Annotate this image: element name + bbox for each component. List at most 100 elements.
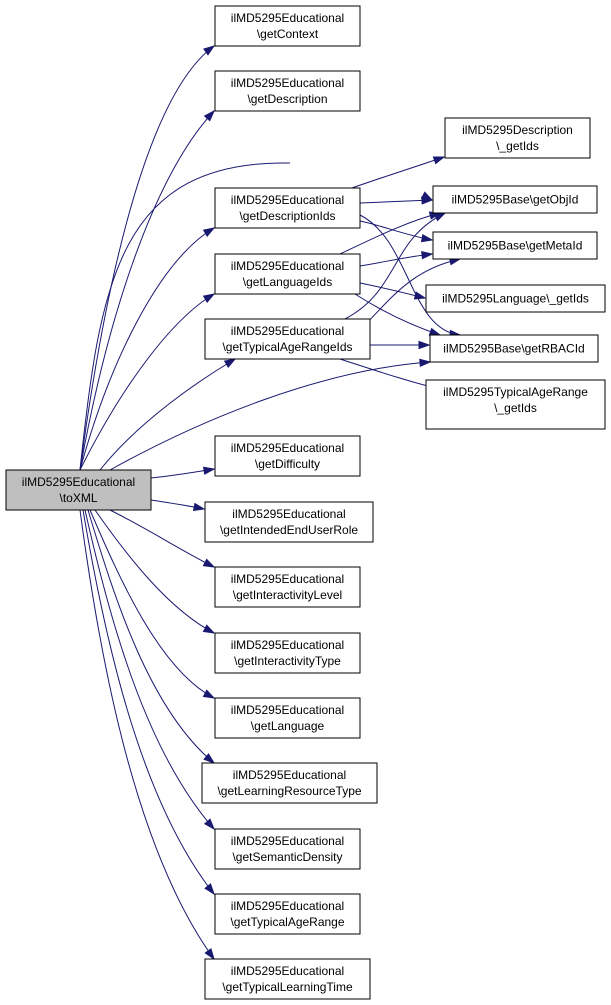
node-box[interactable] (432, 231, 598, 260)
node-tarGetIds[interactable]: ilMD5295TypicalAgeRange\_getIds (425, 379, 606, 430)
node-box[interactable] (214, 187, 361, 229)
node-label-line1: ilMD5295Educational (22, 475, 135, 489)
node-box[interactable] (214, 5, 361, 47)
edge-line (109, 509, 215, 568)
node-getObjId[interactable]: ilMD5295Base\getObjId (432, 185, 598, 214)
edge-line (99, 358, 236, 471)
edge-toXML-to-getTypicalAgeRange (82, 509, 215, 896)
node-box[interactable] (214, 893, 361, 935)
edge-toXML-to-getLanguage (89, 509, 216, 699)
node-label-line1: ilMD5295Educational (232, 507, 345, 521)
edge-line (94, 509, 215, 634)
edge-toXML-to-getLanguageIds (79, 293, 216, 471)
node-box[interactable] (214, 632, 361, 674)
node-getLanguageIds[interactable]: ilMD5295Educational \getLanguageIds (214, 253, 361, 295)
edge-arrowhead (192, 502, 206, 511)
node-box[interactable] (444, 117, 591, 159)
node-getSemanticDensity[interactable]: ilMD5295Educational\getSemanticDensity (214, 828, 361, 870)
node-getMetaId[interactable]: ilMD5295Base\getMetaId (432, 231, 598, 260)
edge-toXML-to-getTypicalAgeRangeIds (99, 358, 237, 471)
node-getRBACId[interactable]: ilMD5295Base\getRBACId (429, 334, 599, 363)
node-label-line1: ilMD5295Educational (231, 638, 344, 652)
node-box[interactable] (214, 566, 361, 608)
node-label-line2: \getLanguageIds (243, 275, 332, 289)
node-box[interactable] (425, 284, 606, 313)
edge-arrowhead (419, 358, 432, 367)
node-langGetIds[interactable]: ilMD5295Language\_getIds (425, 284, 606, 313)
node-getIntendedEndUserRole[interactable]: ilMD5295Educational\getIntendedEndUserRo… (204, 501, 374, 543)
node-label-line1: ilMD5295Description (462, 123, 573, 137)
node-getDescription[interactable]: ilMD5295Educational \getDescription (214, 70, 361, 112)
node-box[interactable] (429, 334, 599, 363)
node-getTypicalAgeRange[interactable]: ilMD5295Educational \getTypicalAgeRange (214, 893, 361, 935)
node-toXML[interactable]: ilMD5295Educational \toXML (5, 469, 152, 511)
node-getTypicalAgeRangeIds[interactable]: ilMD5295Educational\getTypicalAgeRangeId… (204, 318, 371, 360)
node-label-line2: \getTypicalAgeRange (230, 915, 344, 929)
edge-line (82, 509, 215, 895)
node-box[interactable] (5, 469, 152, 511)
node-box[interactable] (204, 318, 371, 360)
edge-toXML-to-getInteractivityType (94, 509, 216, 634)
edge-line (339, 212, 441, 255)
node-label-line1: ilMD5295Base\getRBACId (443, 342, 584, 356)
edge-arrowhead (432, 156, 446, 165)
edge-arrowhead (202, 227, 216, 237)
edge-arrowhead (413, 291, 427, 300)
node-label-line1: ilMD5295Educational (231, 259, 344, 273)
edge-line (109, 361, 431, 471)
edge-getLanguageIds-to-langGetIds (359, 282, 427, 300)
node-getDescriptionIds[interactable]: ilMD5295Educational\getDescriptionIds (214, 187, 361, 229)
node-label-line2: \toXML (59, 491, 97, 505)
edge-line (89, 509, 215, 699)
edge-arrowhead (421, 250, 434, 260)
node-box[interactable] (214, 697, 361, 739)
node-descGetIds[interactable]: ilMD5295Description \_getIds (444, 117, 591, 159)
node-label-line1: ilMD5295Educational (231, 76, 344, 90)
edge-toXML-to-getInteractivityLevel (109, 509, 216, 568)
node-getDifficulty[interactable]: ilMD5295Educational\getDifficulty (214, 435, 361, 477)
node-label-line2: \_getIds (496, 139, 539, 153)
node-box[interactable] (201, 762, 378, 804)
node-box[interactable] (214, 828, 361, 870)
edge-getDescriptionIds-to-getObjId (359, 196, 434, 205)
node-getLanguage[interactable]: ilMD5295Educational\getLanguage (214, 697, 361, 739)
edge-arrowhead (203, 753, 216, 764)
node-getTypicalLearningTime[interactable]: ilMD5295Educational\getTypicalLearningTi… (204, 958, 371, 1000)
node-label-line2: \getDescription (247, 92, 327, 106)
edge-arrowhead (421, 196, 434, 205)
node-box[interactable] (214, 253, 361, 295)
node-box[interactable] (214, 435, 361, 477)
edge-toXML-to-getTypicalLearningTime (79, 509, 215, 961)
node-label-line1: ilMD5295Educational (231, 703, 344, 717)
nodes-layer: ilMD5295Educational\toXMLilMD5295Educati… (5, 5, 606, 1000)
edge-getTypicalAgeRangeIds-to-getObjId (344, 212, 447, 320)
node-getContext[interactable]: ilMD5295Educational\getContext (214, 5, 361, 47)
edge-arrowhead (204, 883, 215, 896)
edge-arrowhead (223, 358, 237, 369)
node-label-line2: \getInteractivityType (234, 654, 341, 668)
node-box[interactable] (214, 70, 361, 112)
edge-line (79, 227, 215, 471)
node-label-line1: ilMD5295Educational (231, 899, 344, 913)
edge-toXML-to-getLearningResourceType (87, 509, 216, 764)
node-label-line2: \getLearningResourceType (217, 784, 361, 798)
node-label-line2: \getDifficulty (255, 457, 320, 471)
node-box[interactable] (425, 379, 606, 430)
node-label-line2: \getSemanticDensity (232, 850, 342, 864)
edge-arrowhead (202, 624, 216, 634)
node-getInteractivityType[interactable]: ilMD5295Educational \getInteractivityType (214, 632, 361, 674)
edge-toXML-to-getIntendedEndUserRole (150, 499, 206, 511)
node-getLearningResourceType[interactable]: ilMD5295Educational \getLearningResourceT… (201, 762, 378, 804)
node-box[interactable] (204, 958, 371, 1000)
node-box[interactable] (204, 501, 374, 543)
node-label-line1: ilMD5295Educational (231, 11, 344, 25)
node-label-line1: ilMD5295Language\_getIds (442, 292, 589, 306)
node-box[interactable] (432, 185, 598, 214)
node-getInteractivityLevel[interactable]: ilMD5295Educational\getInteractivityLeve… (214, 566, 361, 608)
edge-line (87, 509, 215, 764)
edge-line (79, 110, 215, 471)
edge-arrowhead (202, 558, 216, 568)
node-label-line1: ilMD5295Base\getMetaId (448, 239, 583, 253)
node-label-line1: ilMD5295Educational (233, 768, 346, 782)
